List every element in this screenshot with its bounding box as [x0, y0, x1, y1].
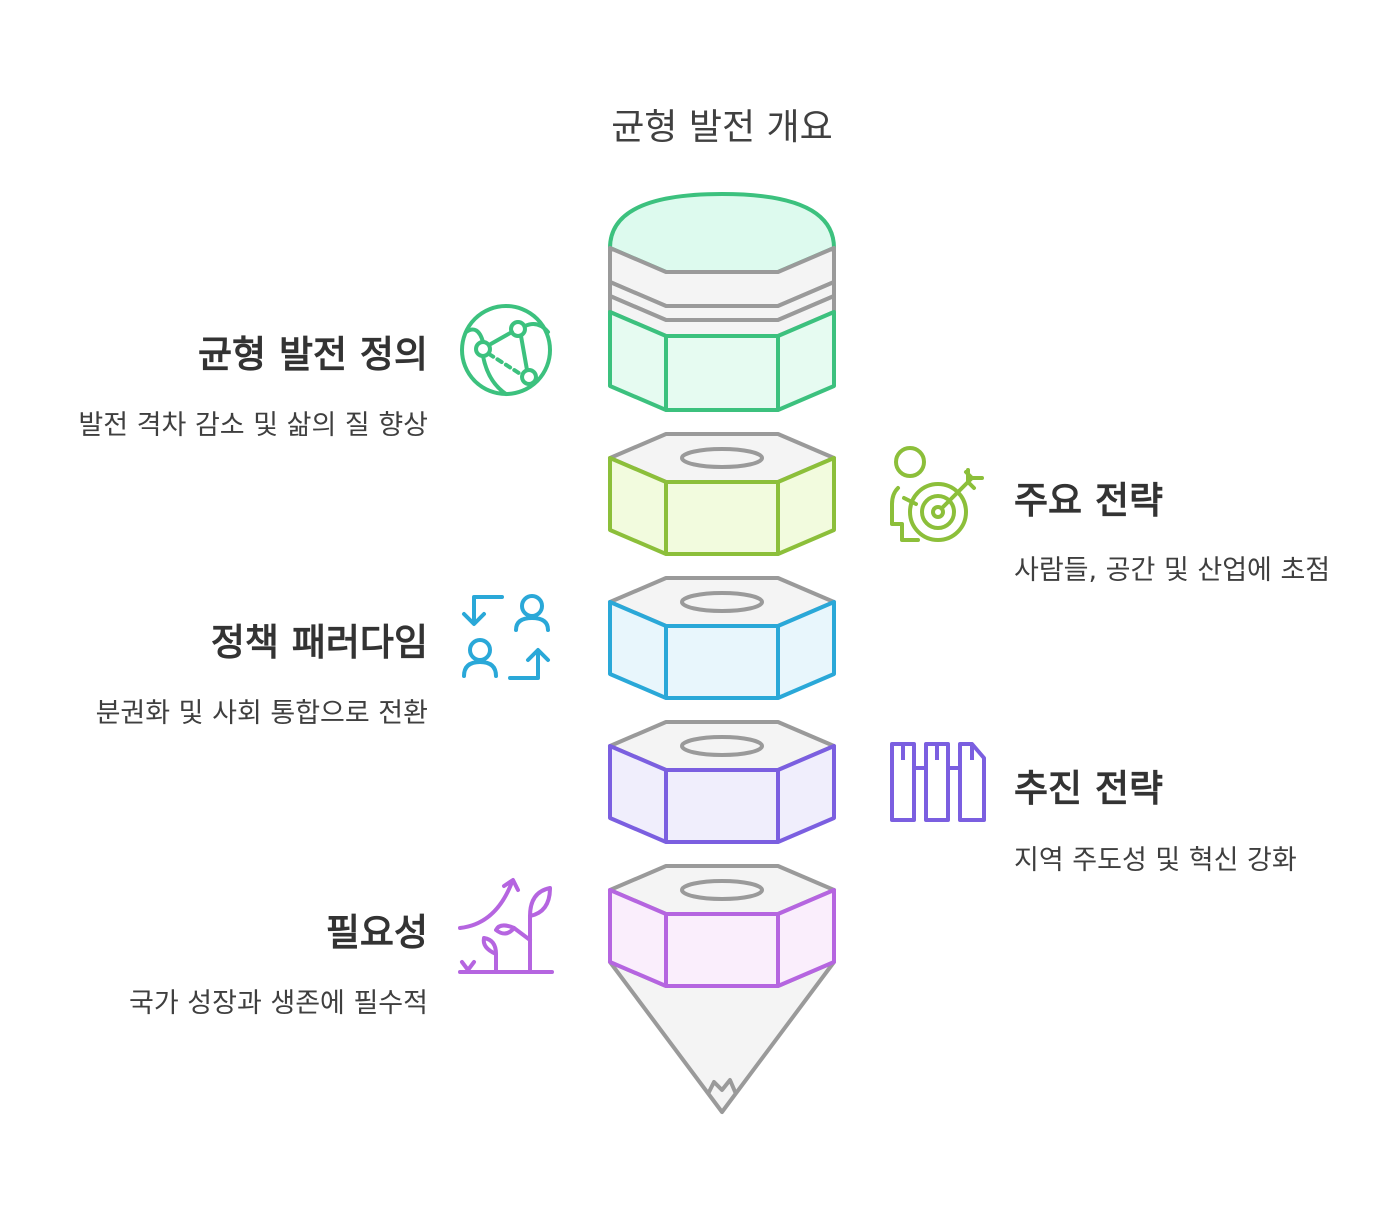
layer-nut-blue	[608, 576, 836, 700]
section-heading-necessity: 필요성	[325, 911, 428, 954]
section-desc-policy-paradigm: 분권화 및 사회 통합으로 전환	[95, 698, 428, 729]
people-exchange-icon	[462, 594, 550, 680]
section-heading-policy-paradigm: 정책 패러다임	[210, 621, 428, 664]
blocks-icon	[890, 742, 986, 822]
layer-nut-lime	[608, 432, 836, 556]
section-heading-definition: 균형 발전 정의	[197, 333, 428, 376]
section-desc-key-strategy: 사람들, 공간 및 산업에 초점	[1014, 555, 1331, 586]
network-globe-icon	[460, 304, 552, 396]
section-desc-necessity: 국가 성장과 생존에 필수적	[129, 988, 428, 1019]
section-heading-promotion-strategy: 추진 전략	[1014, 767, 1164, 810]
layer-nut-magenta-tip	[608, 864, 836, 1114]
person-target-icon	[890, 446, 984, 542]
layer-nut-purple	[608, 720, 836, 844]
section-desc-definition: 발전 격차 감소 및 삶의 질 향상	[78, 410, 428, 441]
layer-cap-green	[608, 192, 836, 412]
section-heading-key-strategy: 주요 전략	[1014, 479, 1164, 522]
growing-plant-icon	[458, 878, 554, 974]
diagram-title: 균형 발전 개요	[611, 107, 833, 148]
section-desc-promotion-strategy: 지역 주도성 및 혁신 강화	[1014, 845, 1297, 876]
